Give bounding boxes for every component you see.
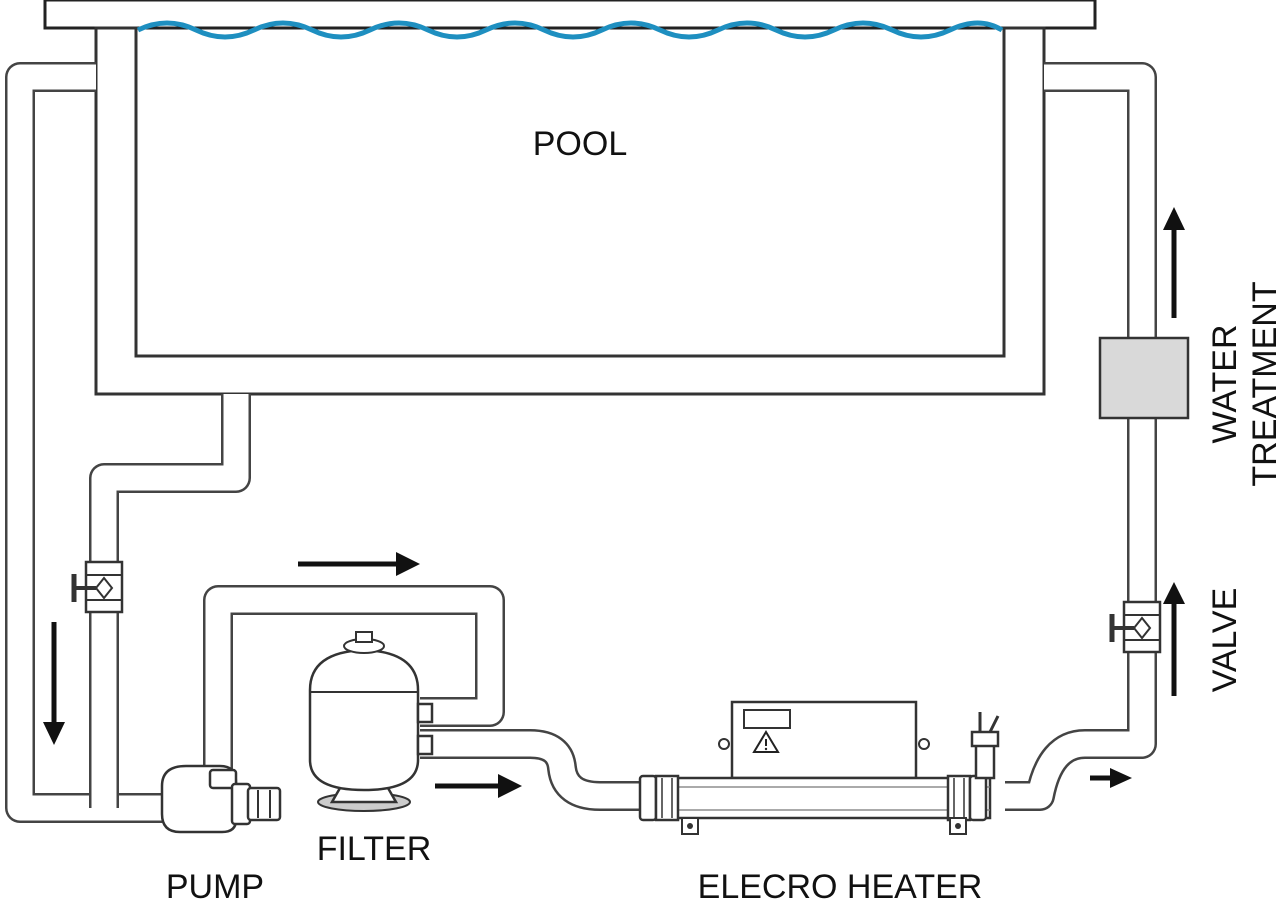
valve-right[interactable]: [1109, 600, 1162, 654]
electric-heater: [638, 700, 1000, 835]
flow-arrow-right-bottom: [1090, 768, 1132, 788]
pool: POOL: [43, 0, 1097, 396]
flow-arrow-up-lower: [1163, 582, 1185, 696]
water-treatment-label-line1: WATER: [1206, 325, 1244, 444]
valve-left[interactable]: [71, 560, 124, 614]
pump: [160, 764, 282, 834]
pump-label: PUMP: [166, 868, 264, 902]
filter-label: FILTER: [317, 830, 432, 868]
flow-arrow-down: [43, 622, 65, 745]
pool-deck: [43, 0, 1097, 30]
pool-wall: [94, 26, 1046, 396]
water-treatment-unit: [1098, 336, 1190, 420]
pipes: [5, 62, 1157, 823]
valve-label: VALVE: [1206, 588, 1244, 693]
pool-label: POOL: [533, 125, 627, 163]
heater-label: ELECRO HEATER: [698, 868, 983, 902]
sand-filter: [308, 631, 434, 812]
flow-arrow-up-upper: [1163, 207, 1185, 318]
water-treatment-label-line2: TREATMENT: [1246, 281, 1280, 486]
warning-icon: [752, 730, 780, 753]
water-surface: [136, 20, 1004, 40]
flow-arrow-right-top: [298, 552, 420, 576]
flow-arrow-right-middle: [435, 774, 522, 798]
